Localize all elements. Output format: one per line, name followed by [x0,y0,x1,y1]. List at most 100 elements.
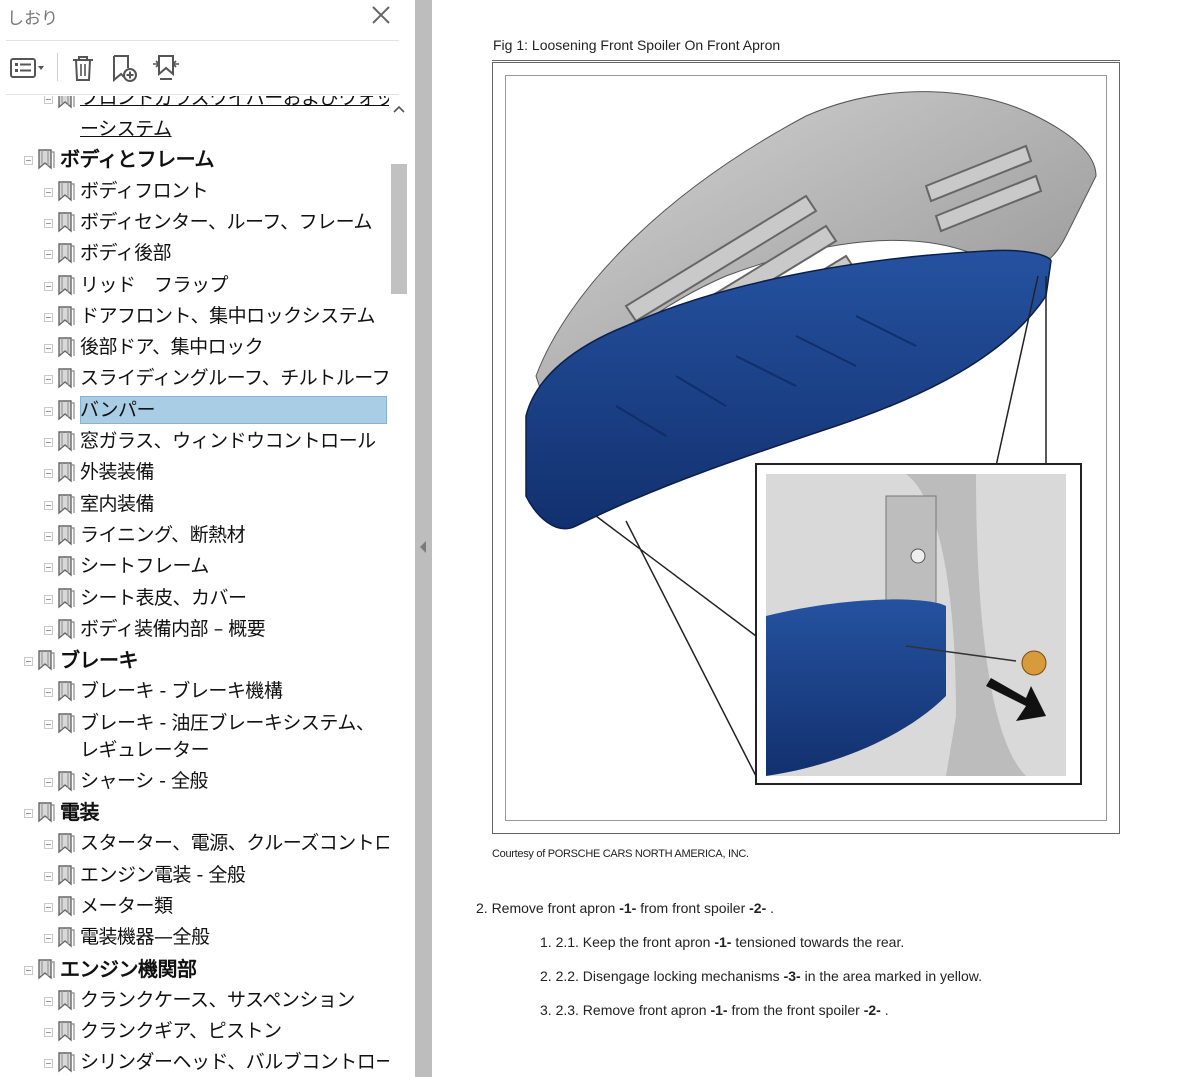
step-text: tensioned towards the rear. [731,934,905,950]
bookmark-label: 電装機器—全般 [80,926,210,949]
expand-toggle[interactable] [44,344,53,354]
bookmark-item[interactable]: 外装装備 [0,458,390,489]
bookmark-item[interactable]: ボディ後部 [0,239,390,270]
figure-caption: Fig 1: Loosening Front Spoiler On Front … [493,37,781,53]
bookmark-icon [56,211,76,233]
bookmark-item[interactable]: ーシステム [0,115,390,146]
bookmark-label: ーシステム [80,118,172,141]
bookmark-item[interactable]: エンジン電装 - 全般 [0,861,390,892]
bookmark-icon [56,430,76,452]
bookmark-item[interactable]: 窓ガラス、ウィンドウコントロール [0,427,390,458]
expand-toggle[interactable] [44,96,53,104]
scroll-thumb[interactable] [391,164,407,294]
expand-toggle[interactable] [24,156,33,166]
delete-bookmark-button[interactable] [66,48,100,88]
bookmark-item[interactable]: 電装機器—全般 [0,923,390,954]
expand-toggle[interactable] [44,438,53,447]
bookmark-item[interactable]: フロントガラスワイパーおよびウォッシャーシステム [0,96,390,115]
bookmark-item[interactable]: シート表皮、カバー [0,584,390,615]
bookmark-section[interactable]: ボディとフレーム [0,145,390,176]
bookmark-section[interactable]: ブレーキ [0,646,390,677]
chevron-up-icon [393,105,405,113]
bookmark-item[interactable]: スターター、電源、クルーズコントロール [0,829,390,860]
bookmark-label: 電装 [60,800,100,824]
expand-toggle[interactable] [44,312,53,322]
bumper-illustration [525,91,1097,785]
bookmark-label: フロントガラスワイパーおよびウォッシャーシステム [80,96,390,109]
options-menu-button[interactable] [4,48,48,88]
part-ref: -2- [863,1002,881,1018]
expand-toggle[interactable] [44,406,53,416]
bookmark-item[interactable]: 室内装備 [0,490,390,521]
expand-toggle[interactable] [44,1059,53,1069]
bookmark-label: 後部ドア、集中ロック [80,336,264,359]
expand-toggle[interactable] [44,625,53,635]
expand-toggle[interactable] [44,688,53,698]
expand-toggle[interactable] [44,777,53,787]
bookmark-label: エンジン機関部 [60,956,197,981]
tag-bookmark-button[interactable] [148,48,184,88]
expand-toggle[interactable] [44,531,53,541]
bookmark-item[interactable]: リッド フラップ [0,271,390,302]
bookmark-item[interactable]: クランクケース、サスペンション [0,986,390,1017]
bookmark-scrollbar[interactable] [389,96,409,1077]
step-text: 2. Remove front apron [476,900,620,916]
collapse-arrow-icon[interactable] [419,540,428,554]
bookmark-item[interactable]: ボディフロント [0,177,390,208]
bookmark-item[interactable]: バンパー [0,395,390,427]
bookmark-section[interactable]: エンジン機関部 [0,955,390,986]
bookmark-icon [56,618,76,640]
panel-splitter[interactable] [415,0,432,1077]
expand-toggle[interactable] [44,594,53,604]
bookmark-item[interactable]: スライディングルーフ、チルトルーフ [0,364,390,395]
bookmark-item[interactable]: ボディセンター、ルーフ、フレーム [0,208,390,239]
step-text: . [880,1002,889,1018]
selection-highlight [80,395,387,424]
bookmark-label: シリンダーヘッド、バルブコントロール [80,1051,390,1074]
bookmark-item[interactable]: ブレーキ - 油圧ブレーキシステム、レギュレーター [0,709,390,767]
expand-toggle[interactable] [24,657,33,667]
expand-toggle[interactable] [44,563,53,573]
expand-toggle[interactable] [44,934,53,944]
bookmark-item[interactable]: シャーシ - 全般 [0,767,390,798]
bookmark-icon [56,493,76,515]
bookmark-item[interactable]: シートフレーム [0,552,390,583]
expand-toggle[interactable] [44,719,53,729]
expand-toggle[interactable] [44,902,53,912]
bookmark-item[interactable]: ドアフロント、集中ロックシステム [0,302,390,333]
step-text: 2. 2.2. Disengage locking mechanisms [540,968,784,984]
bookmark-label: ボディフロント [80,179,209,202]
bookmark-icon [56,367,76,389]
bookmark-label: リッド フラップ [80,273,229,296]
bookmark-item[interactable]: クランクギア、ピストン [0,1017,390,1048]
bookmark-item[interactable]: ブレーキ - ブレーキ機構 [0,677,390,708]
expand-toggle[interactable] [44,840,53,850]
step-text: 1. 2.1. Keep the front apron [540,934,715,950]
bookmark-label: スターター、電源、クルーズコントロール [80,832,390,855]
expand-toggle[interactable] [44,871,53,881]
bookmark-section[interactable]: 電装 [0,798,390,829]
bookmark-item[interactable]: ボディ装備内部 – 概要 [0,615,390,646]
part-ref: -3- [783,968,801,984]
scroll-up-button[interactable] [391,102,407,118]
bookmark-icon [56,555,76,577]
expand-toggle[interactable] [44,250,53,260]
expand-toggle[interactable] [44,375,53,385]
bookmark-label: ブレーキ - ブレーキ機構 [80,680,283,703]
expand-toggle[interactable] [44,500,53,510]
expand-toggle[interactable] [44,281,53,291]
expand-toggle[interactable] [44,996,53,1006]
bookmark-item[interactable]: 後部ドア、集中ロック [0,333,390,364]
bookmark-item[interactable]: メーター類 [0,892,390,923]
expand-toggle[interactable] [24,965,33,975]
expand-toggle[interactable] [24,809,33,818]
bookmark-item[interactable]: シリンダーヘッド、バルブコントロール [0,1048,390,1077]
expand-toggle[interactable] [44,218,53,228]
step-text: from front spoiler [636,900,750,916]
expand-toggle[interactable] [44,1028,53,1038]
close-panel-button[interactable] [368,2,394,28]
expand-toggle[interactable] [44,469,53,479]
expand-toggle[interactable] [44,187,53,197]
bookmark-item[interactable]: ライニング、断熱材 [0,521,390,552]
add-bookmark-button[interactable] [106,48,142,88]
